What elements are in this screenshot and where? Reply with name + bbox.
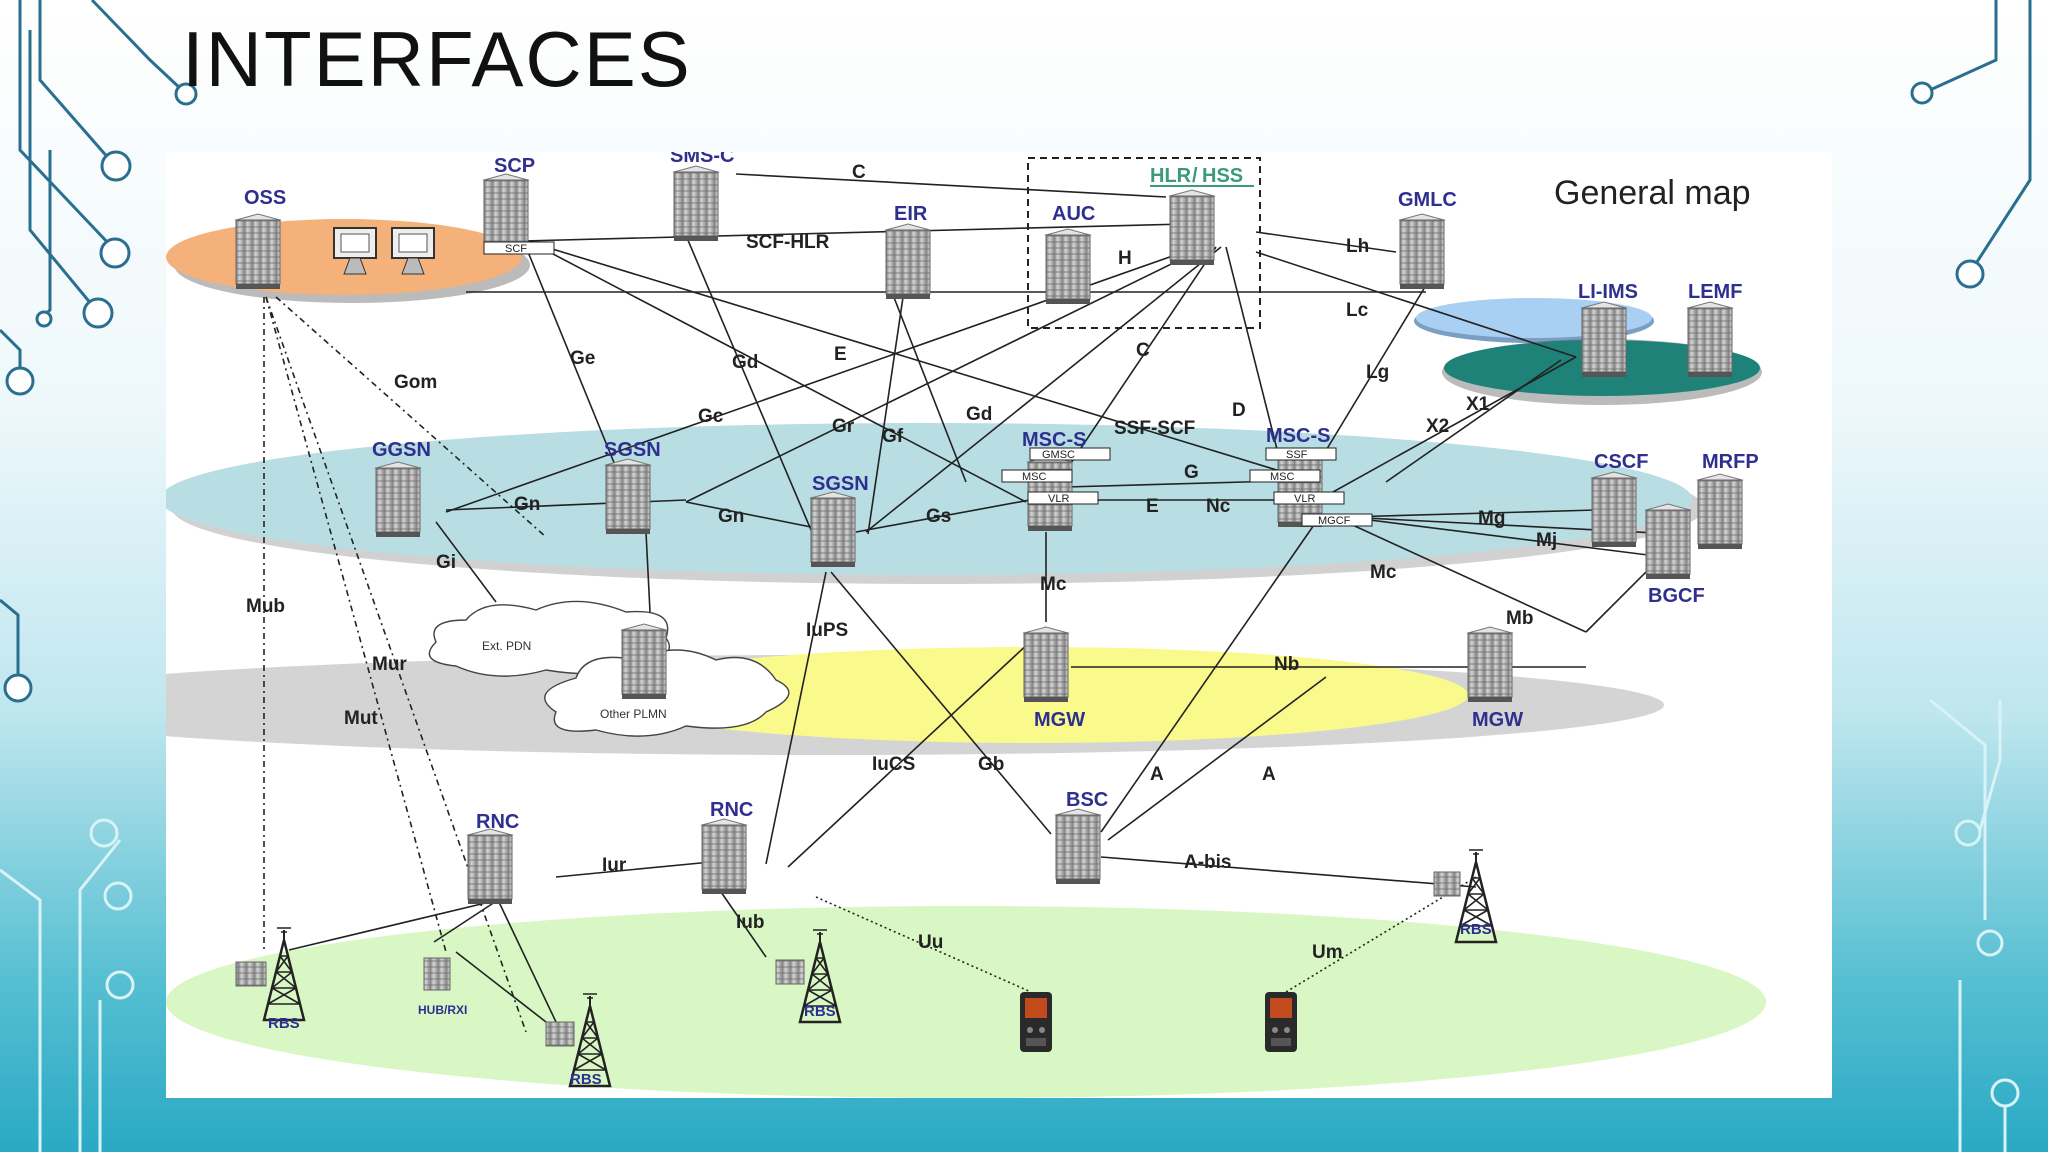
if-mur: Mur xyxy=(372,654,407,675)
label-gmlc: GMLC xyxy=(1398,189,1457,211)
if-uu: Uu xyxy=(918,932,943,953)
if-mub: Mub xyxy=(246,596,285,617)
if-gr: Gr xyxy=(832,416,855,437)
if-gd-2: Gd xyxy=(966,404,992,425)
interface-lines xyxy=(288,173,1677,1023)
if-gf: Gf xyxy=(882,426,904,447)
if-e-2: E xyxy=(1146,496,1159,517)
label-smsc: SMS-C xyxy=(670,152,734,167)
label-rbs-3: RBS xyxy=(804,1003,836,1020)
label-hss: HSS xyxy=(1202,165,1243,187)
if-d: D xyxy=(1232,400,1246,421)
if-um: Um xyxy=(1312,942,1343,963)
if-abis: A-bis xyxy=(1184,852,1232,873)
label-eir: EIR xyxy=(894,203,928,225)
tag-vlr-2: VLR xyxy=(1294,493,1315,505)
if-lg: Lg xyxy=(1366,362,1389,383)
if-scf-hlr: SCF-HLR xyxy=(746,232,830,253)
if-mj: Mj xyxy=(1536,530,1557,551)
if-ge: Ge xyxy=(570,348,595,369)
if-x2: X2 xyxy=(1426,416,1449,437)
label-rbs-1: RBS xyxy=(268,1015,300,1032)
label-lemf: LEMF xyxy=(1688,281,1742,303)
label-bsc: BSC xyxy=(1066,789,1108,811)
tag-msc: MSC xyxy=(1022,471,1047,483)
if-c-top: C xyxy=(852,162,866,183)
if-gc: Gc xyxy=(698,406,724,427)
tower-icons xyxy=(235,848,1498,1088)
monitor-icons xyxy=(333,227,435,275)
if-nb: Nb xyxy=(1274,654,1299,675)
if-gb: Gb xyxy=(978,754,1004,775)
tag-vlr: VLR xyxy=(1048,493,1069,505)
if-e-1: E xyxy=(834,344,847,365)
if-mg: Mg xyxy=(1478,508,1505,529)
hlr-auc-group-box xyxy=(1027,157,1261,329)
tag-gmsc: GMSC xyxy=(1042,449,1075,461)
if-a-2: A xyxy=(1262,764,1276,785)
label-auc: AUC xyxy=(1052,203,1095,225)
if-ssf-scf: SSF-SCF xyxy=(1114,418,1195,439)
tag-msc-2: MSC xyxy=(1270,471,1295,483)
network-map: SCF GMSC MSC VLR SSF MSC VLR MGCF Genera… xyxy=(0,145,1766,1098)
if-lh: Lh xyxy=(1346,236,1369,257)
if-gn-1: Gn xyxy=(514,494,540,515)
if-mb: Mb xyxy=(1506,608,1533,629)
label-mgw-2: MGW xyxy=(1472,709,1523,731)
if-gi: Gi xyxy=(436,552,456,573)
label-cscf: CSCF xyxy=(1594,451,1648,473)
if-gn-2: Gn xyxy=(718,506,744,527)
if-iub: Iub xyxy=(736,912,765,933)
label-hlr-separator: / xyxy=(1192,165,1198,187)
if-iups: IuPS xyxy=(806,620,848,641)
if-gd-1: Gd xyxy=(732,352,758,373)
if-x1: X1 xyxy=(1466,394,1490,415)
label-bgcf: BGCF xyxy=(1648,585,1705,607)
label-li-ims: LI-IMS xyxy=(1578,281,1638,303)
if-gs: Gs xyxy=(926,506,951,527)
label-sgsn-1: SGSN xyxy=(604,439,661,461)
label-rnc-2: RNC xyxy=(710,799,753,821)
if-nc: Nc xyxy=(1206,496,1231,517)
function-tags: SCF GMSC MSC VLR SSF MSC VLR MGCF xyxy=(483,241,1373,527)
slide-title: INTERFACES xyxy=(182,15,692,103)
label-oss: OSS xyxy=(244,187,286,209)
label-mrfp: MRFP xyxy=(1702,451,1759,473)
tag-scf: SCF xyxy=(505,243,527,255)
if-c-mid: C xyxy=(1136,340,1150,361)
if-iur: Iur xyxy=(602,855,627,876)
clouds xyxy=(428,600,790,737)
label-ext-pdn: Ext. PDN xyxy=(482,639,531,653)
if-g: G xyxy=(1184,462,1199,483)
label-rbs-4: RBS xyxy=(1460,921,1492,938)
label-scp: SCP xyxy=(494,155,535,177)
label-sgsn-2: SGSN xyxy=(812,473,869,495)
server-icons xyxy=(235,165,1743,991)
tag-ssf: SSF xyxy=(1286,449,1308,461)
label-ggsn: GGSN xyxy=(372,439,431,461)
if-mc-1: Mc xyxy=(1040,574,1067,595)
label-msc-s-2: MSC-S xyxy=(1266,425,1330,447)
label-rbs-2: RBS xyxy=(570,1071,602,1088)
label-rnc-1: RNC xyxy=(476,811,519,833)
if-h: H xyxy=(1118,248,1132,269)
label-hub: HUB/RXI xyxy=(418,1003,467,1017)
network-diagram: SCF GMSC MSC VLR SSF MSC VLR MGCF Genera… xyxy=(0,145,1832,1098)
label-other-plmn: Other PLMN xyxy=(600,707,667,721)
if-mut: Mut xyxy=(344,708,378,729)
if-gom: Gom xyxy=(394,372,437,393)
om-lines xyxy=(263,296,547,1033)
map-title: General map xyxy=(1554,174,1751,212)
label-msc-s-1: MSC-S xyxy=(1022,429,1086,451)
if-mc-2: Mc xyxy=(1370,562,1397,583)
label-mgw-1: MGW xyxy=(1034,709,1085,731)
if-lc: Lc xyxy=(1346,300,1369,321)
if-iucs: IuCS xyxy=(872,754,915,775)
radio-lines xyxy=(815,876,1477,993)
label-hlr: HLR xyxy=(1150,165,1192,187)
tag-mgcf: MGCF xyxy=(1318,515,1351,527)
if-a-1: A xyxy=(1150,764,1164,785)
